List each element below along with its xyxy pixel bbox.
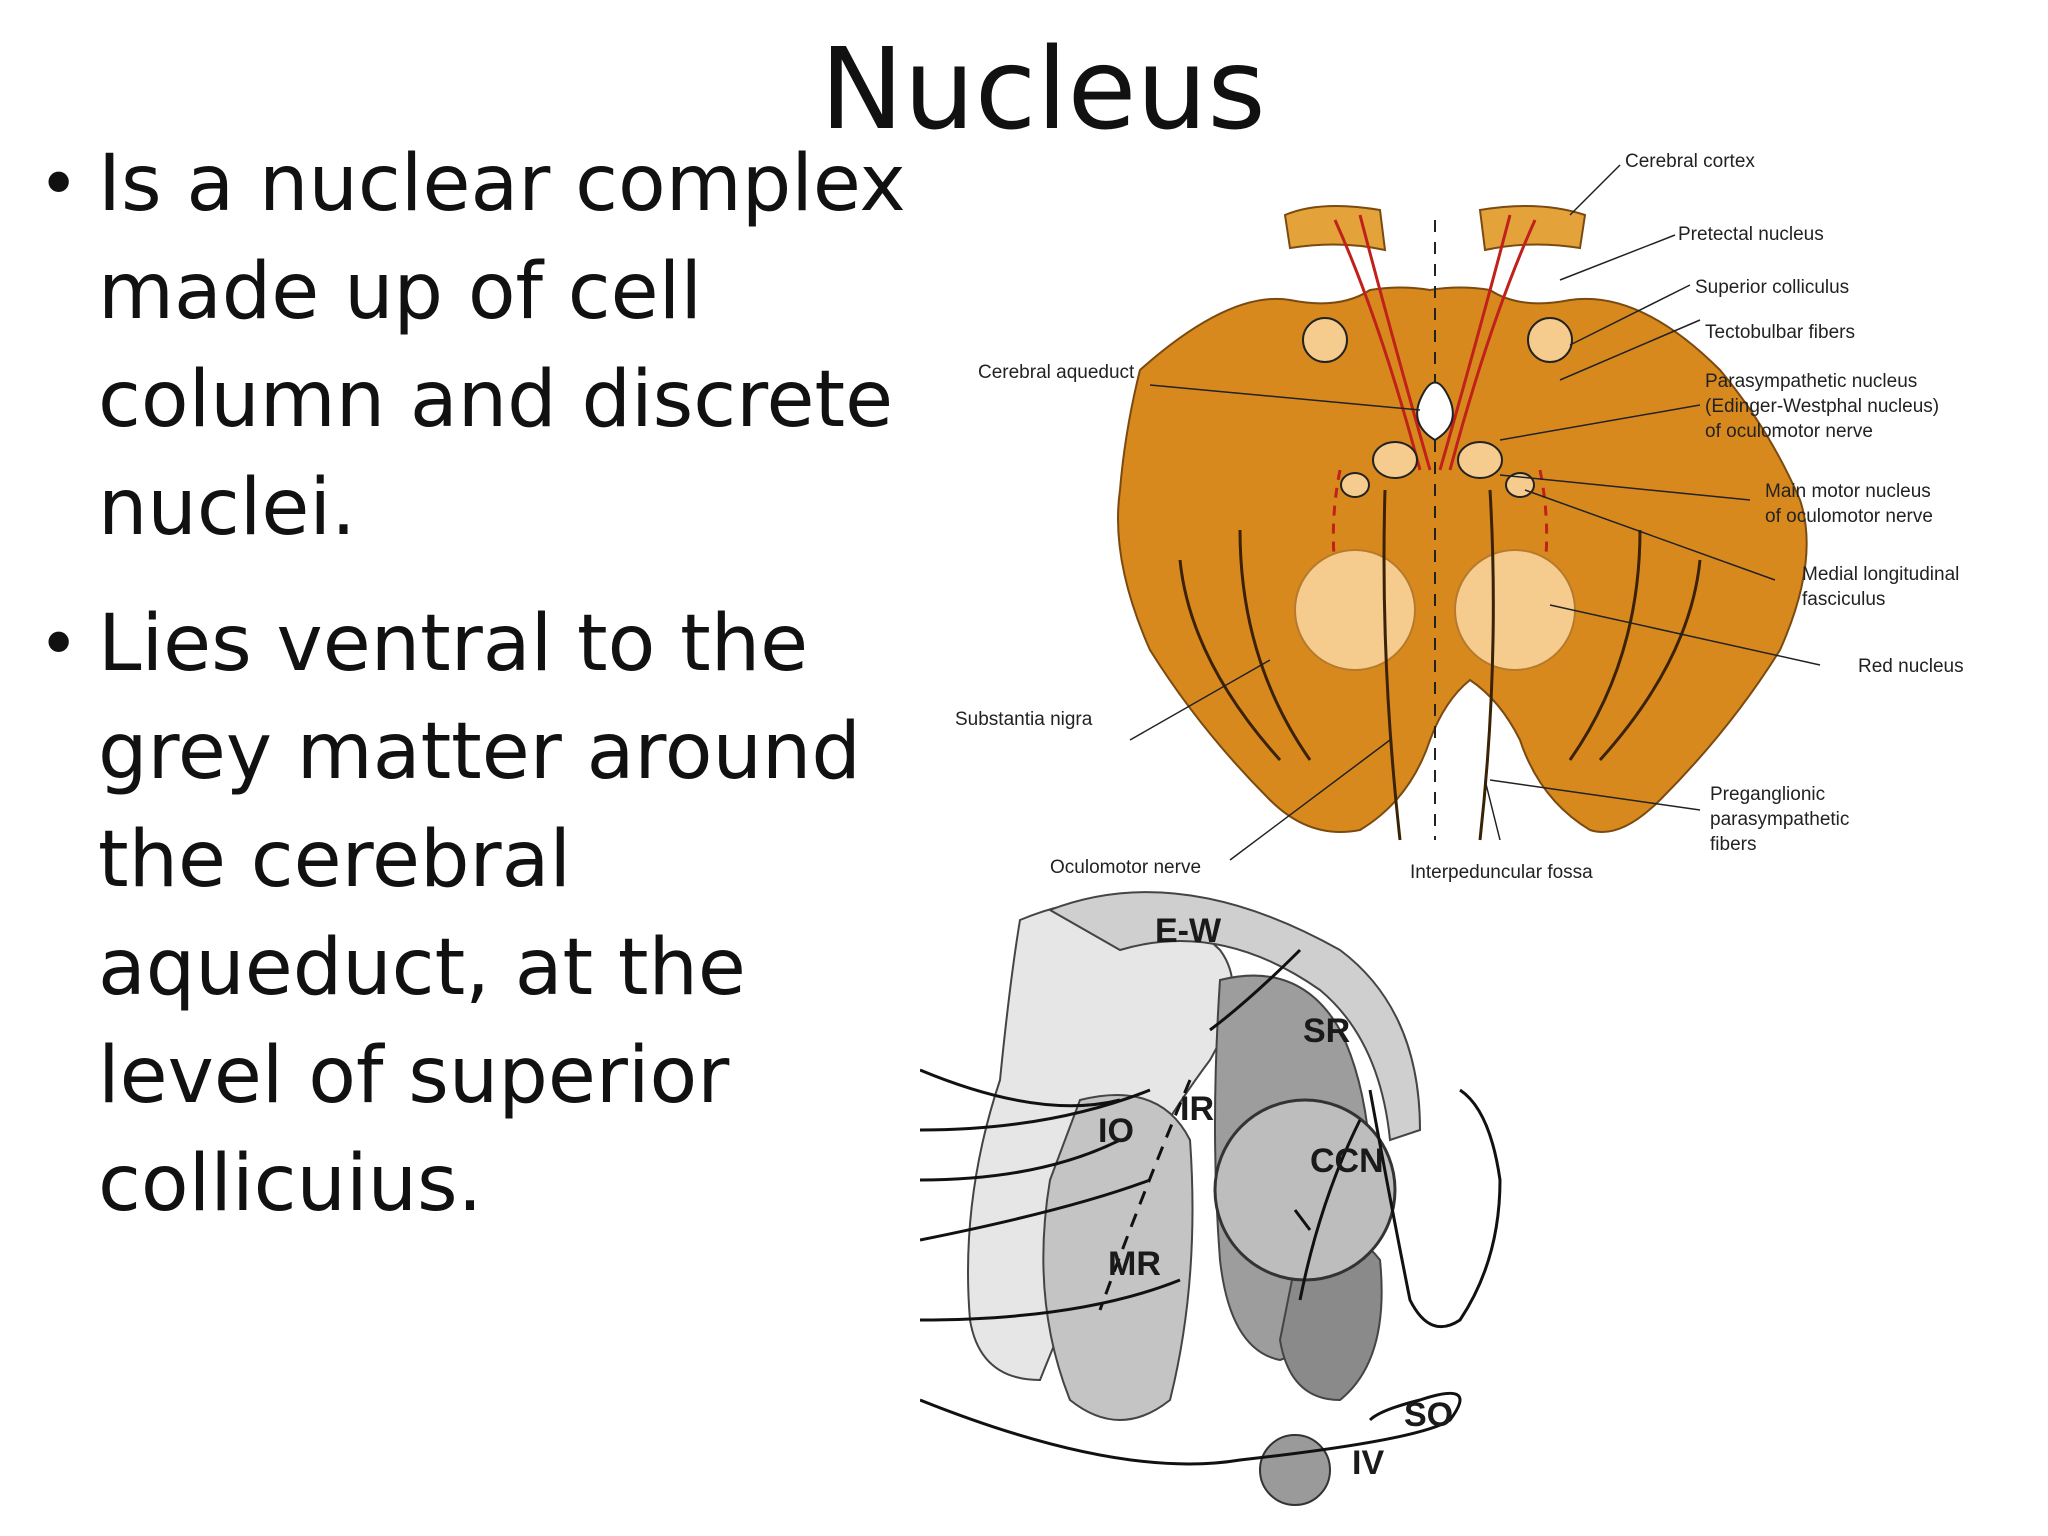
oculomotor-nuclei — [1340, 441, 1535, 498]
substantia-nigra-lines — [1178, 489, 1702, 841]
bullet-dot-icon: • — [38, 603, 80, 685]
bullet-text: Is a nuclear complex made up of cell col… — [98, 139, 906, 553]
ccn-sphere — [1213, 1098, 1397, 1282]
bullet-item: • Is a nuclear complex made up of cell c… — [18, 130, 918, 562]
label-cerebral-aqueduct: Cerebral aqueduct — [978, 362, 1135, 383]
label-oculomotor-nerve: Oculomotor nerve — [1050, 857, 1201, 878]
label-substantia-nigra: Substantia nigra — [955, 709, 1093, 730]
leader-lines — [1129, 164, 1821, 861]
trochlear-sphere — [1259, 1434, 1331, 1506]
bullet-list: • Is a nuclear complex made up of cell c… — [18, 130, 918, 1266]
label-mr: MR — [1108, 1245, 1161, 1283]
label-parasympathetic-nucleus-3: of oculomotor nerve — [1705, 421, 1873, 442]
bottom-diagram-labels: E-W SR IR IO CCN MR SO IV — [1098, 912, 1453, 1482]
bullet-text: Lies ventral to the grey matter around t… — [98, 599, 861, 1229]
midbrain-section-diagram: Cerebral cortex Pretectal nucleus Superi… — [955, 151, 1964, 883]
label-preganglionic-2: parasympathetic — [1710, 809, 1849, 830]
label-sr: SR — [1303, 1012, 1350, 1050]
superior-colliculi — [1302, 317, 1573, 363]
label-main-motor-nucleus-2: of oculomotor nerve — [1765, 506, 1933, 527]
label-pretectal-nucleus: Pretectal nucleus — [1678, 224, 1824, 245]
label-io: IO — [1098, 1112, 1134, 1150]
label-so: SO — [1404, 1396, 1453, 1434]
label-parasympathetic-nucleus: Parasympathetic nucleus — [1705, 371, 1917, 392]
nerve-lines — [920, 948, 1502, 1466]
label-cerebral-cortex: Cerebral cortex — [1625, 151, 1755, 172]
label-tectobulbar-fibers: Tectobulbar fibers — [1705, 322, 1855, 343]
label-interpeduncular-fossa: Interpeduncular fossa — [1410, 862, 1593, 883]
diagram-labels: Cerebral cortex Pretectal nucleus Superi… — [955, 151, 1964, 883]
label-parasympathetic-nucleus-2: (Edinger-Westphal nucleus) — [1705, 396, 1939, 417]
label-ir: IR — [1180, 1090, 1214, 1128]
label-ccn: CCN — [1310, 1142, 1384, 1180]
label-red-nucleus: Red nucleus — [1858, 656, 1964, 677]
label-main-motor-nucleus: Main motor nucleus — [1765, 481, 1931, 502]
label-ew: E-W — [1155, 912, 1222, 950]
label-superior-colliculus: Superior colliculus — [1695, 277, 1849, 298]
midbrain-body — [1117, 286, 1808, 833]
bullet-item: • Lies ventral to the grey matter around… — [18, 590, 918, 1238]
oculomotor-complex-diagram: E-W SR IR IO CCN MR SO IV — [920, 891, 1502, 1506]
label-medial-longitudinal-fasciculus: Medial longitudinal — [1802, 564, 1959, 585]
label-preganglionic: Preganglionic — [1710, 784, 1825, 805]
aqueduct — [1416, 381, 1454, 442]
bullet-dot-icon: • — [38, 143, 80, 225]
label-preganglionic-3: fibers — [1710, 834, 1756, 855]
label-iv: IV — [1352, 1444, 1384, 1482]
slide-title: Nucleus — [820, 25, 1266, 155]
label-medial-longitudinal-fasciculus-2: fasciculus — [1802, 589, 1885, 610]
